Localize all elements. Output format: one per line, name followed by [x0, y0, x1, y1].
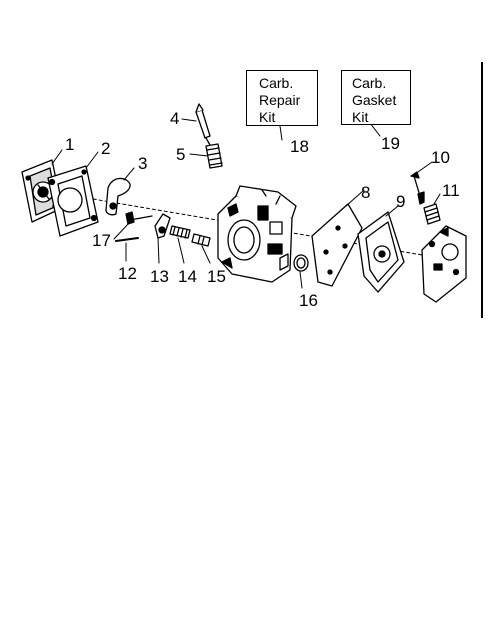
- part-16-welch-plug: [293, 254, 309, 272]
- right-border-line: [481, 62, 483, 318]
- callout-16: 16: [299, 291, 318, 310]
- repair-kit-line-3: Kit: [259, 109, 276, 125]
- callout-4: 4: [170, 109, 180, 128]
- callout-19: 19: [381, 134, 400, 153]
- callout-12: 12: [118, 264, 137, 283]
- repair-kit-line-1: Carb.: [259, 75, 294, 91]
- callout-17: 17: [92, 231, 111, 250]
- part-12-pin: [115, 237, 139, 242]
- gasket-kit-line-2: Gasket: [352, 92, 397, 108]
- part-5-spring: [205, 143, 223, 169]
- repair-kit-box: Carb. Repair Kit: [246, 70, 318, 126]
- gasket-kit-line-1: Carb.: [352, 75, 387, 91]
- part-15-needle: [191, 233, 211, 247]
- gasket-kit-line-3: Kit: [352, 109, 369, 125]
- metering-cover: [421, 225, 467, 303]
- part-11-spring: [423, 203, 441, 225]
- callout-2: 2: [101, 139, 111, 158]
- gasket-kit-box: Carb. Gasket Kit: [341, 70, 411, 125]
- callout-10: 10: [431, 148, 450, 167]
- part-4-needle: [195, 103, 211, 146]
- part-8-gasket: [311, 203, 363, 287]
- part-10-screw: [410, 171, 425, 205]
- callout-13: 13: [150, 267, 169, 286]
- callout-9: 9: [396, 192, 406, 211]
- part-14-spring: [169, 225, 191, 239]
- carburetor-body: [217, 185, 297, 283]
- part-17-screw: [125, 211, 153, 225]
- callout-14: 14: [178, 267, 197, 286]
- part-9-diaphragm: [357, 211, 405, 293]
- callout-1: 1: [65, 135, 75, 154]
- callout-8: 8: [361, 183, 371, 202]
- callout-3: 3: [138, 154, 148, 173]
- callout-18: 18: [290, 137, 309, 156]
- part-2-diaphragm: [47, 165, 99, 237]
- part-3-screen: [105, 177, 131, 216]
- part-13-lever: [154, 213, 171, 239]
- callout-15: 15: [207, 267, 226, 286]
- callout-5: 5: [176, 145, 186, 164]
- repair-kit-line-2: Repair: [259, 92, 301, 108]
- leader-lines: [51, 118, 441, 289]
- callout-11: 11: [442, 181, 460, 200]
